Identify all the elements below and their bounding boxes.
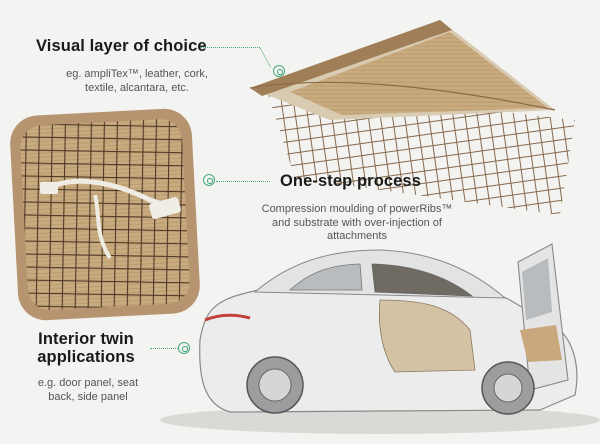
visual-layer-desc-line2: textile, alcantara, etc. [85, 81, 189, 94]
one-step-desc-line3: attachments [327, 230, 387, 242]
interior-title-line1: Interior twin [38, 330, 134, 348]
car-illustration [160, 243, 600, 434]
visual-layer-leader [200, 47, 260, 48]
one-step-description: Compression moulding of powerRibs™ and s… [232, 203, 482, 244]
interior-title-line2: applications [37, 348, 135, 366]
visual-layer-illustration [249, 20, 575, 215]
visual-layer-title: Visual layer of choice [36, 37, 207, 55]
interior-description: e.g. door panel, seat back, side panel [28, 377, 148, 404]
interior-title: Interior twin applications [26, 330, 146, 366]
visual-layer-marker-icon [273, 65, 285, 77]
interior-desc-line1: e.g. door panel, seat [37, 377, 139, 389]
molded-panel-illustration [10, 108, 200, 321]
visual-layer-description: eg. ampliTex™, leather, cork, textile, a… [52, 68, 222, 95]
interior-marker-icon [178, 342, 190, 354]
one-step-marker-icon [203, 174, 215, 186]
interior-leader [150, 348, 178, 349]
one-step-title: One-step process [280, 172, 421, 190]
interior-desc-line2: back, side panel [48, 390, 128, 403]
one-step-leader [216, 181, 270, 182]
one-step-desc-line2: and substrate with over-injection of [272, 216, 442, 229]
one-step-desc-line1: Compression moulding of powerRibs™ [261, 203, 453, 215]
visual-layer-desc-line1: eg. ampliTex™, leather, cork, [66, 68, 208, 80]
